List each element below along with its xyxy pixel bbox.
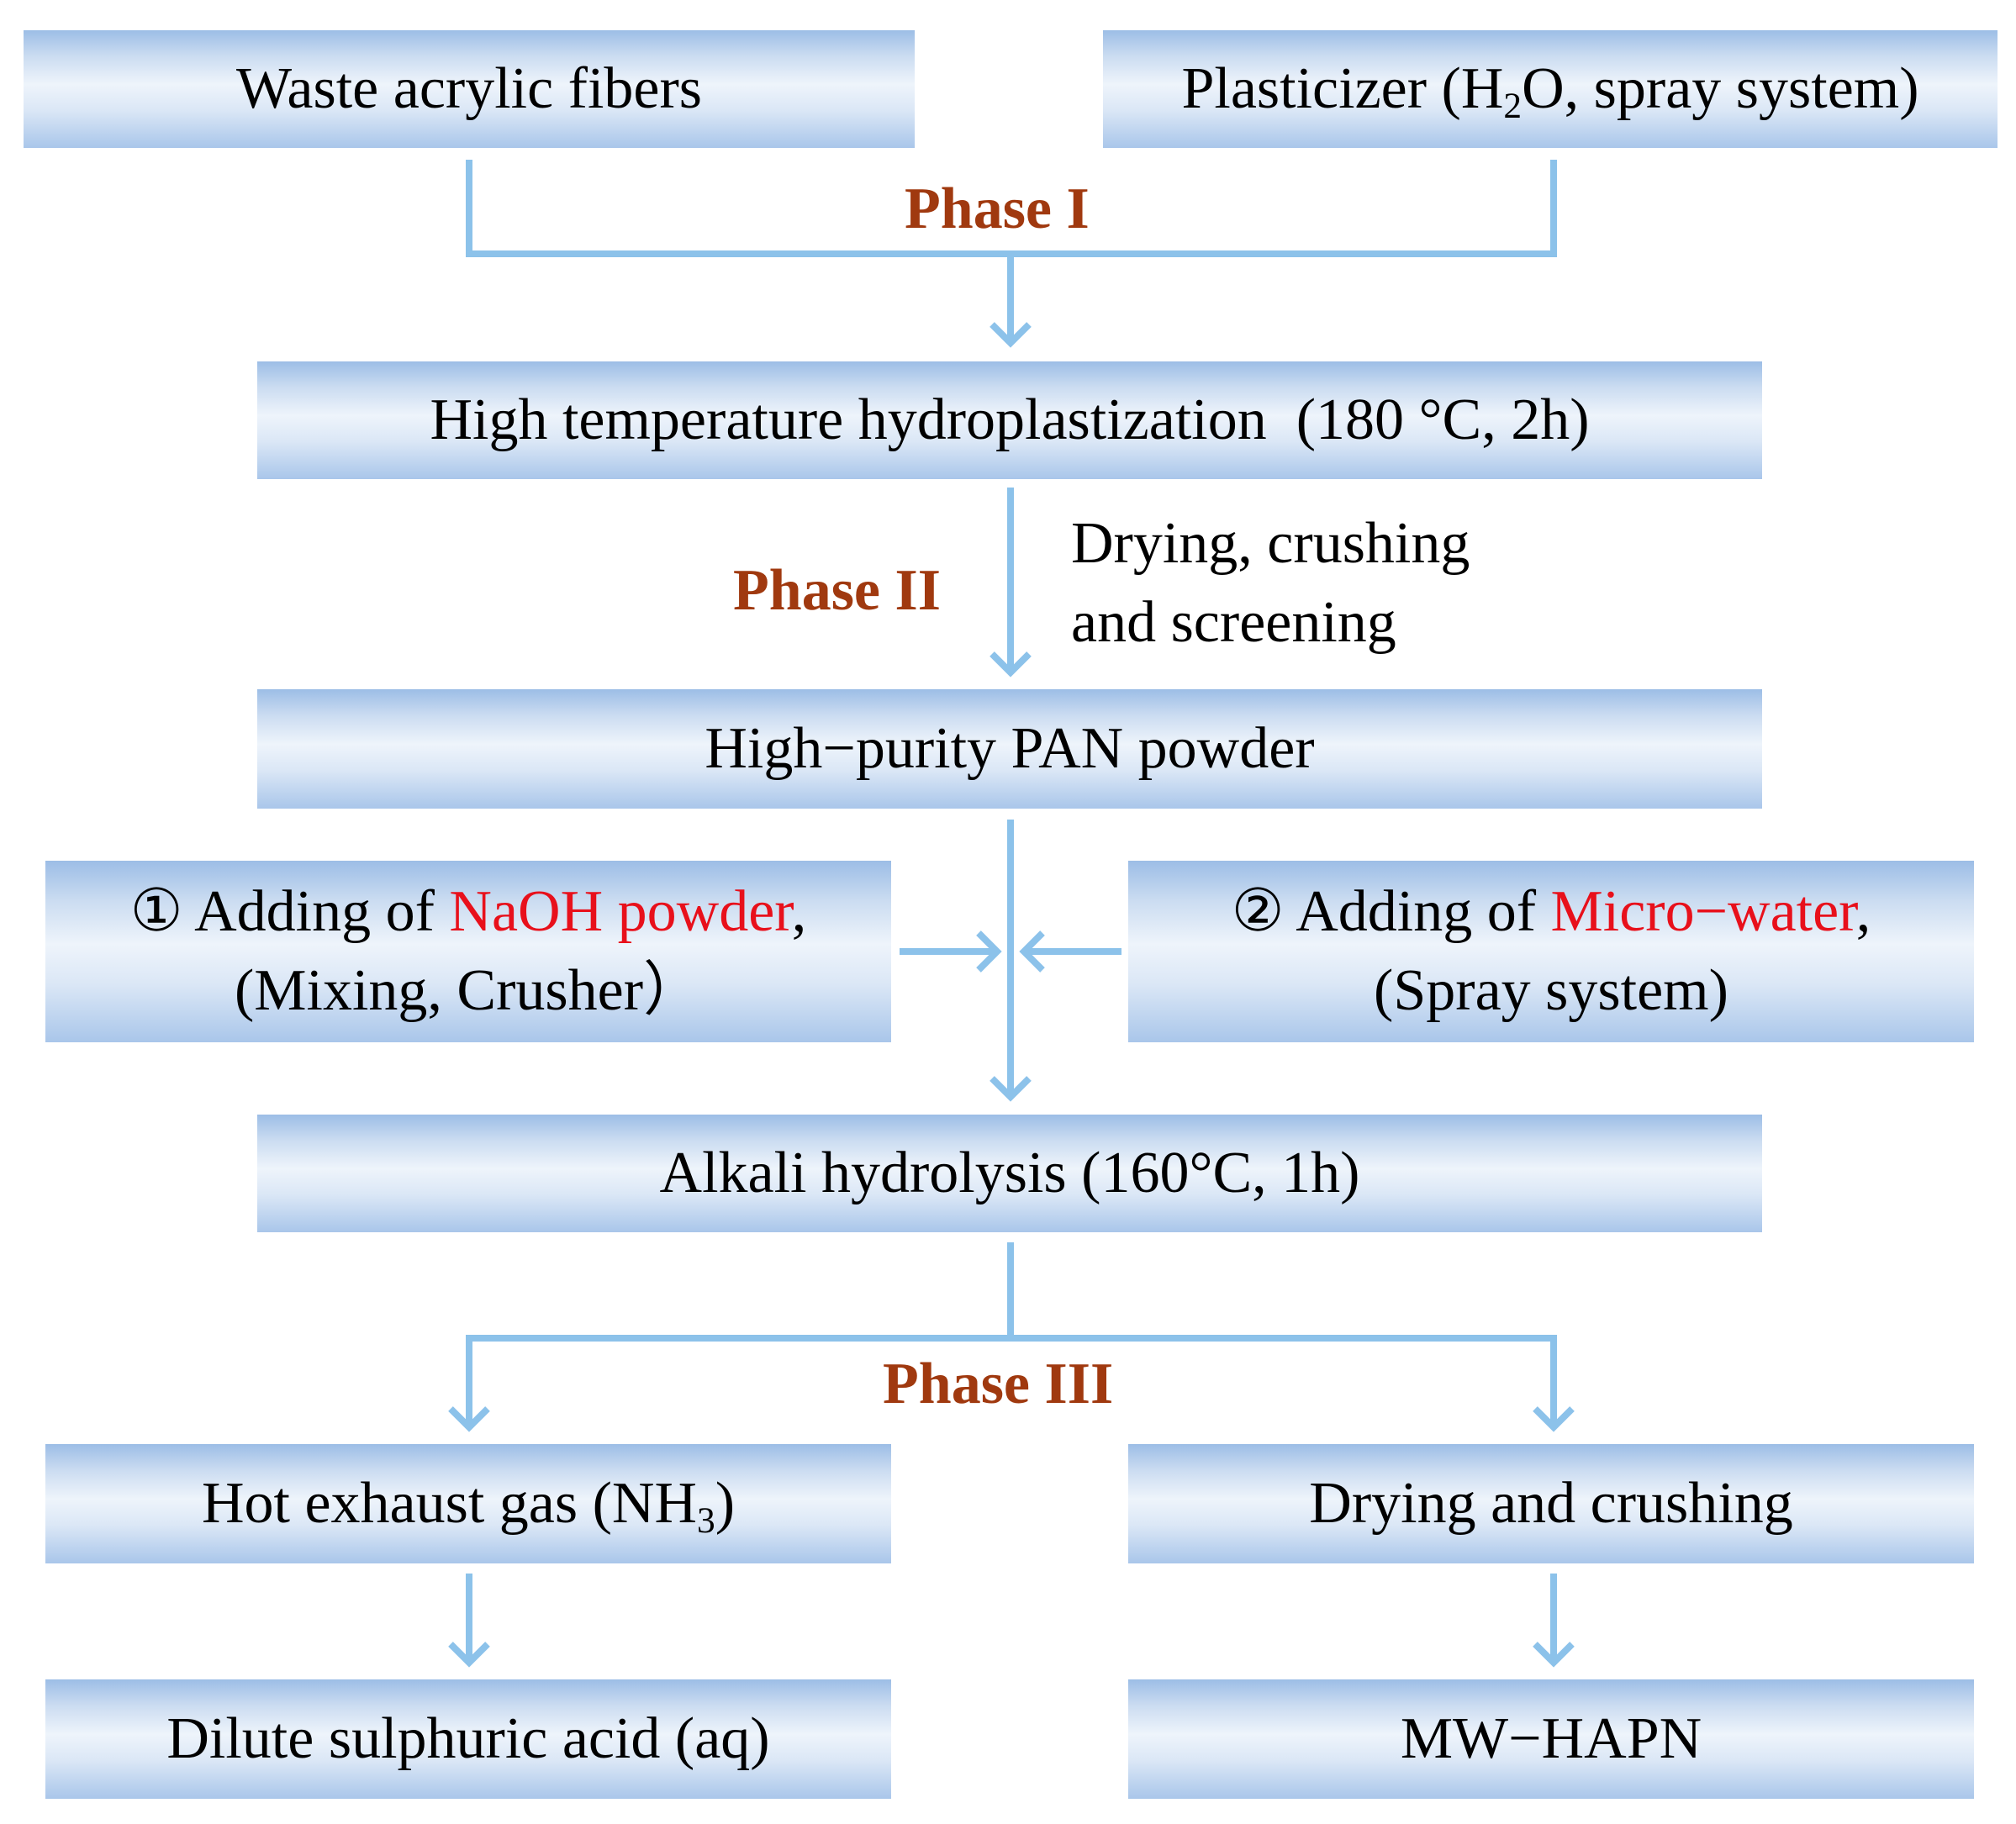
naoh-addition-box: ① Adding of NaOH powder, (Mixing, Crushe… bbox=[45, 861, 891, 1042]
water-addition-line-1: ② Adding of Micro−water, bbox=[1231, 879, 1871, 945]
drying-screening-note: Drying, crushing and screening bbox=[1071, 504, 1470, 662]
sulphuric-acid-box: Dilute sulphuric acid (aq) bbox=[45, 1679, 891, 1799]
drying-note-line-1: Drying, crushing bbox=[1071, 511, 1470, 576]
sulphuric-acid-label: Dilute sulphuric acid (aq) bbox=[166, 1706, 770, 1772]
waste-fibers-label: Waste acrylic fibers bbox=[235, 56, 703, 122]
waste-fibers-box: Waste acrylic fibers bbox=[24, 30, 915, 148]
water-addition-box: ② Adding of Micro−water, (Spray system) bbox=[1128, 861, 1974, 1042]
arrowhead-to-hydroplastization bbox=[990, 322, 1032, 348]
plasticizer-label: Plasticizer (H2O, spray system) bbox=[1181, 56, 1919, 127]
phase-3-label: Phase III bbox=[883, 1352, 1114, 1416]
alkali-hydrolysis-label: Alkali hydrolysis (160°C, 1h) bbox=[659, 1141, 1360, 1206]
arrowhead-to-product bbox=[1533, 1642, 1575, 1668]
arrowhead-to-pan-powder bbox=[990, 651, 1032, 677]
product-box: MW−HAPN bbox=[1128, 1679, 1974, 1799]
phase-1-label: Phase I bbox=[905, 177, 1090, 241]
alkali-hydrolysis-box: Alkali hydrolysis (160°C, 1h) bbox=[257, 1115, 1762, 1232]
arrowhead-naoh-input bbox=[976, 930, 1002, 973]
arrowhead-to-drying-crushing bbox=[1533, 1406, 1575, 1432]
drying-note-line-2: and screening bbox=[1071, 589, 1396, 655]
micro-water-highlight: Micro−water bbox=[1550, 879, 1856, 945]
drying-crushing-label: Drying and crushing bbox=[1309, 1471, 1793, 1537]
pan-powder-box: High−purity PAN powder bbox=[257, 689, 1762, 809]
exhaust-gas-box: Hot exhaust gas (NH3) bbox=[45, 1444, 891, 1563]
hydroplastization-box: High temperature hydroplastization (180 … bbox=[257, 361, 1762, 479]
arrowhead-water-input bbox=[1019, 930, 1045, 973]
plasticizer-box: Plasticizer (H2O, spray system) bbox=[1103, 30, 1998, 148]
pan-powder-label: High−purity PAN powder bbox=[705, 716, 1315, 782]
naoh-powder-highlight: NaOH powder bbox=[449, 879, 792, 945]
naoh-addition-line-1: ① Adding of NaOH powder, bbox=[129, 879, 807, 945]
water-addition-line-2: (Spray system) bbox=[1374, 958, 1728, 1023]
product-label: MW−HAPN bbox=[1400, 1706, 1702, 1772]
phase-2-label: Phase II bbox=[733, 558, 941, 623]
arrowhead-to-exhaust-gas bbox=[448, 1406, 490, 1432]
drying-crushing-box: Drying and crushing bbox=[1128, 1444, 1974, 1563]
arrowhead-to-sulphuric-acid bbox=[448, 1642, 490, 1668]
arrowhead-to-alkali-hydrolysis bbox=[990, 1076, 1032, 1102]
hydroplastization-label: High temperature hydroplastization (180 … bbox=[430, 387, 1590, 453]
connector-phase3-split bbox=[466, 1242, 1557, 1427]
naoh-addition-line-2: (Mixing, Crusher） bbox=[234, 958, 703, 1023]
exhaust-gas-label: Hot exhaust gas (NH3) bbox=[201, 1471, 736, 1542]
